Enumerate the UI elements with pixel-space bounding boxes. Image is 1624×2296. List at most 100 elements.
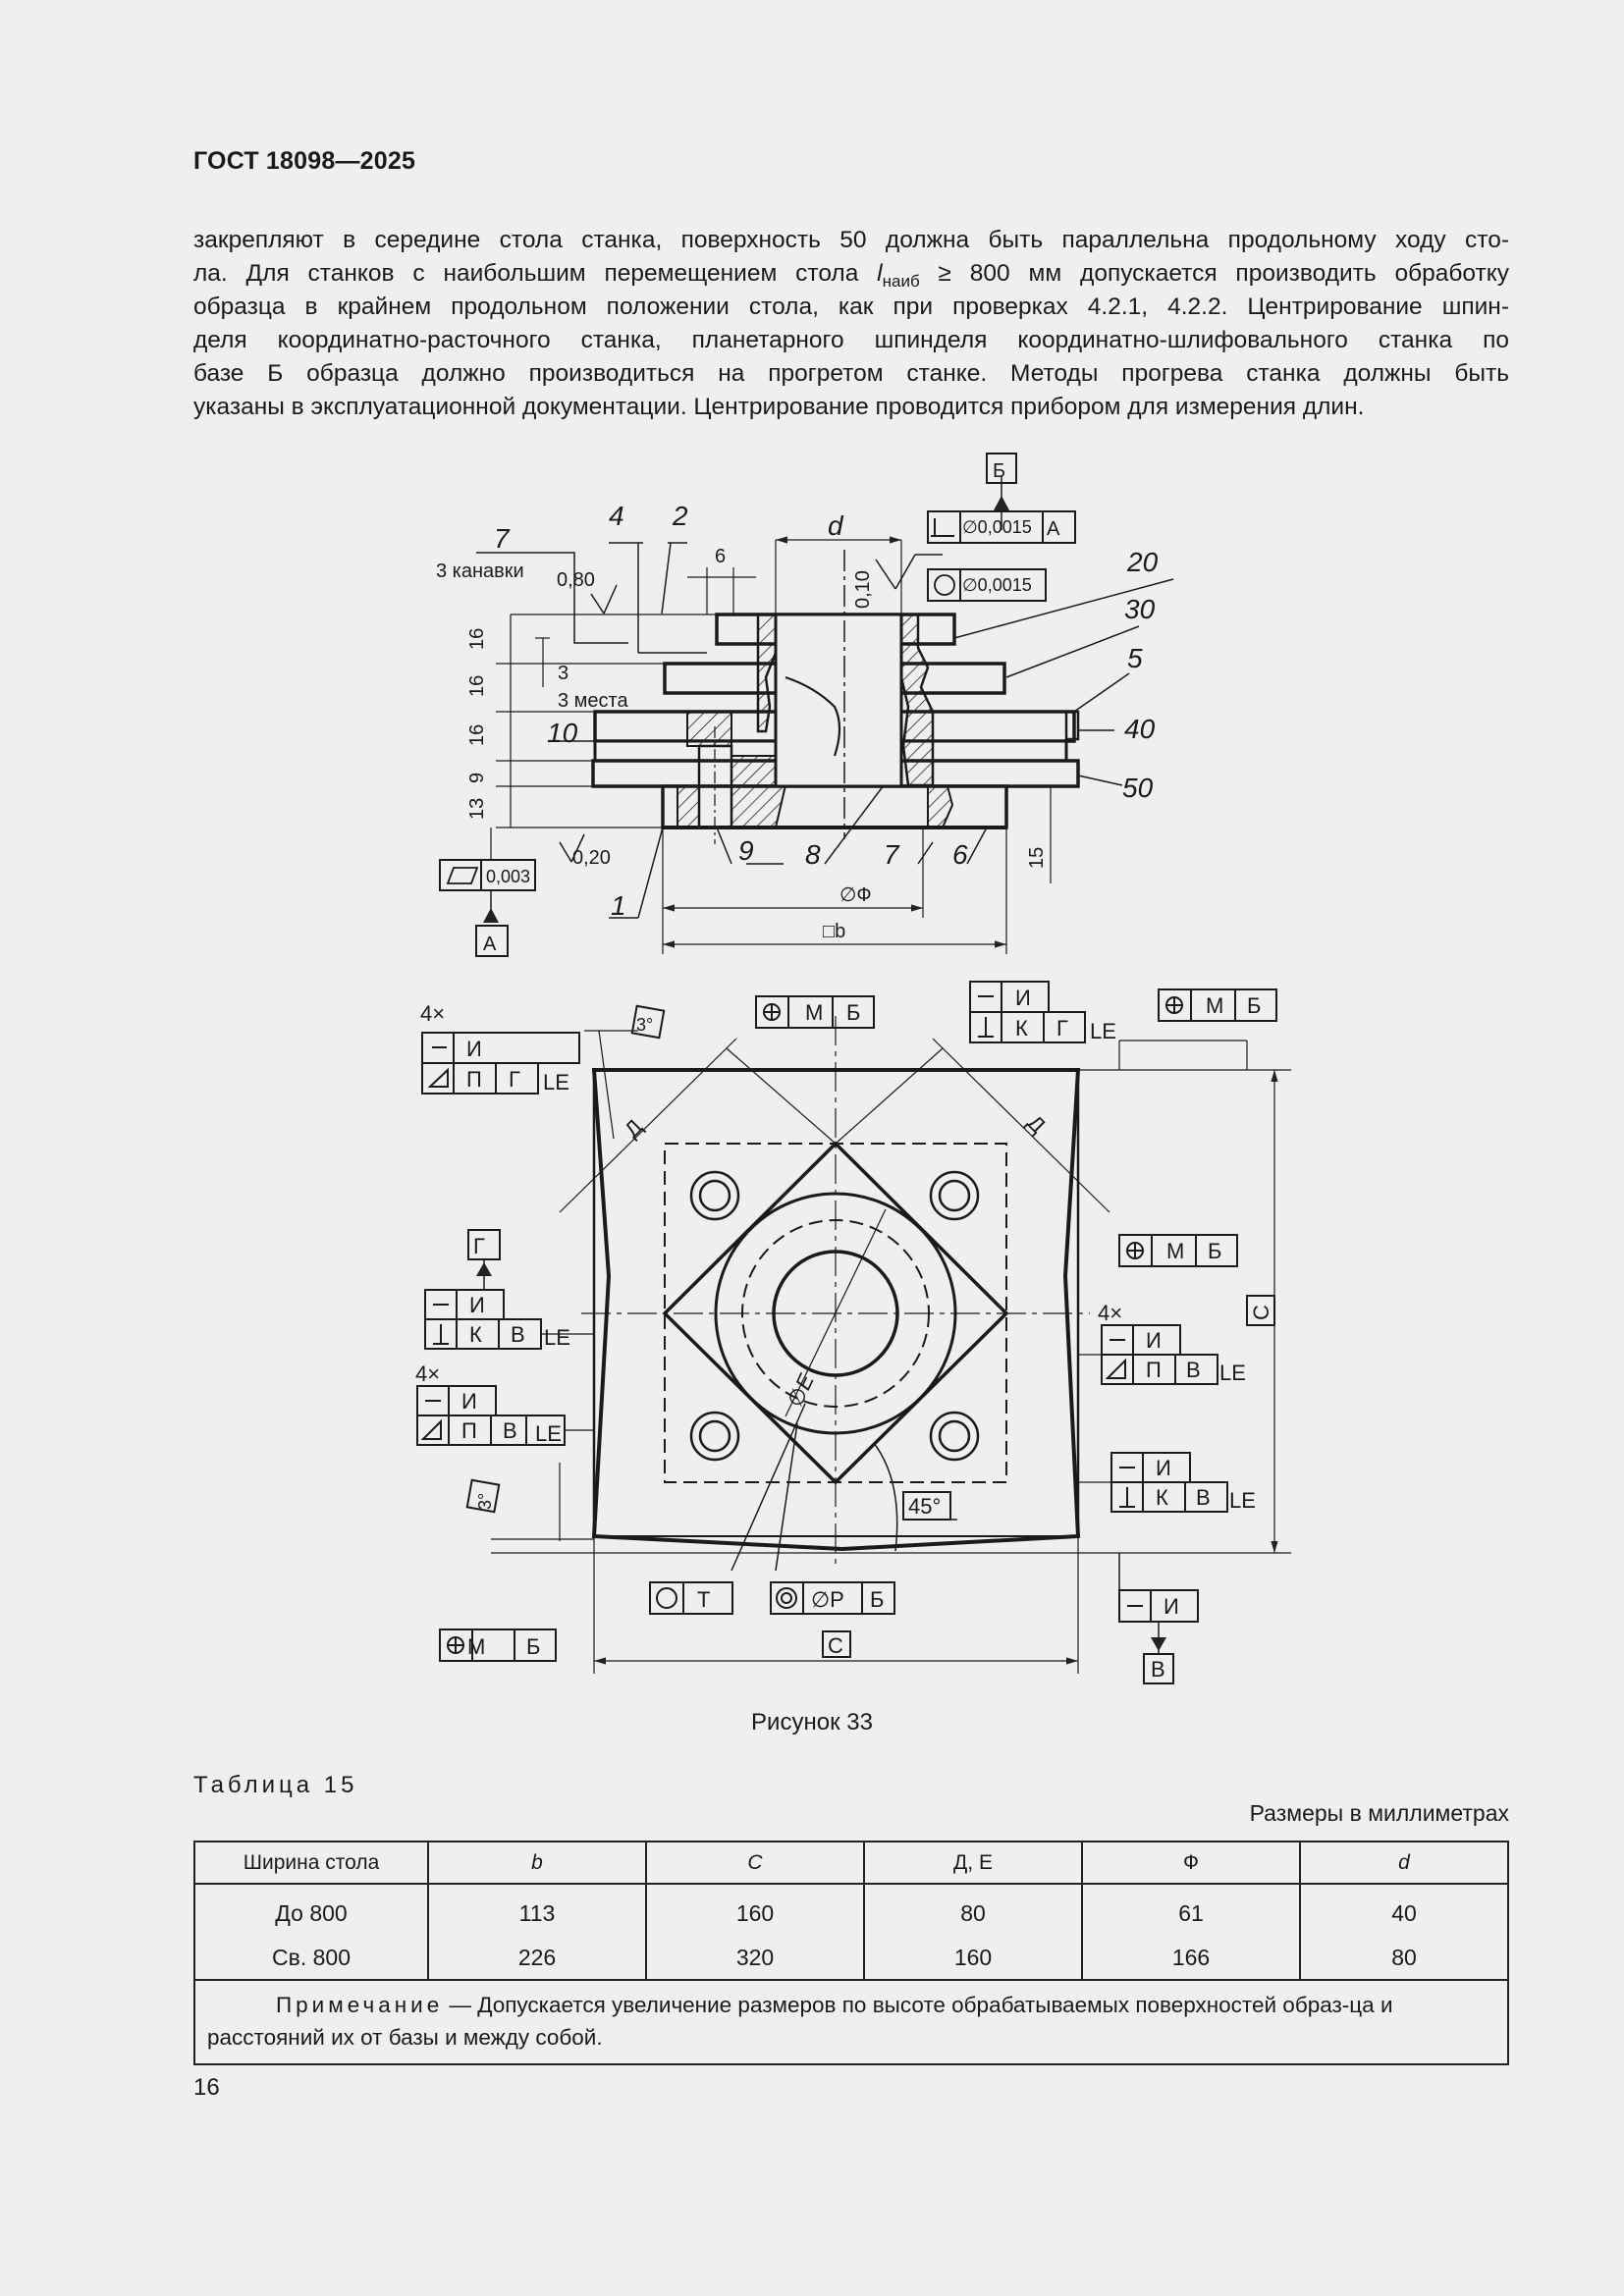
svg-text:Т: Т [697, 1587, 710, 1612]
svg-text:П: П [1146, 1358, 1162, 1382]
svg-text:И: И [1146, 1328, 1162, 1353]
svg-text:16: 16 [466, 675, 488, 697]
svg-text:15: 15 [1026, 847, 1048, 869]
svg-text:К: К [469, 1322, 482, 1347]
svg-text:М: М [1166, 1239, 1184, 1263]
svg-text:Г: Г [473, 1234, 485, 1258]
col-header-c: С [645, 1841, 865, 1885]
svg-text:9: 9 [466, 773, 488, 783]
svg-text:3°: 3° [475, 1493, 495, 1510]
svg-text:А: А [1047, 518, 1060, 540]
svg-text:Б: Б [870, 1587, 884, 1612]
svg-text:0,003: 0,003 [486, 867, 530, 886]
svg-text:9: 9 [738, 835, 754, 866]
svg-text:∅Ф: ∅Ф [839, 884, 872, 906]
plan-view [416, 981, 1291, 1684]
svg-text:13: 13 [466, 798, 488, 820]
svg-text:К: К [1156, 1485, 1168, 1510]
section-view [439, 453, 1174, 957]
svg-text:20: 20 [1126, 547, 1159, 577]
svg-text:Б: Б [526, 1634, 540, 1659]
svg-text:П: П [466, 1067, 482, 1092]
svg-text:LE: LE [535, 1421, 562, 1446]
svg-text:4: 4 [609, 501, 624, 531]
svg-text:□b: □b [823, 921, 845, 942]
svg-text:4×: 4× [415, 1362, 440, 1386]
col-header-b: b [427, 1841, 647, 1885]
svg-text:Б: Б [1208, 1239, 1221, 1263]
svg-text:Г: Г [1056, 1016, 1068, 1041]
svg-text:50: 50 [1122, 773, 1154, 803]
svg-text:10: 10 [547, 718, 578, 748]
table-row: До 800 113 160 80 61 40 [193, 1884, 1509, 1936]
svg-text:В: В [1151, 1657, 1165, 1682]
svg-text:П: П [461, 1418, 477, 1443]
plan-view-labels: 4× И П Г LE М Б И К Г LE М Б М Б Г И К В… [415, 986, 1273, 1682]
svg-text:0,10: 0,10 [852, 570, 874, 609]
section-view-labels: 7 4 2 d 20 30 5 40 50 10 9 8 7 6 1 [494, 501, 1159, 921]
svg-text:6: 6 [952, 839, 968, 870]
svg-text:2: 2 [672, 501, 688, 531]
svg-text:5: 5 [1127, 643, 1143, 673]
svg-text:И: И [1164, 1594, 1179, 1619]
svg-text:И: И [1015, 986, 1031, 1010]
body-paragraph: закрепляют в середине стола станка, пове… [193, 224, 1509, 424]
svg-text:LE: LE [1090, 1019, 1116, 1043]
para-line-5: базе Б образца должно производиться на п… [193, 360, 1509, 387]
svg-text:d: d [828, 510, 844, 541]
col-header-d-e: Д, Е [863, 1841, 1083, 1885]
svg-text:∅0,0015: ∅0,0015 [962, 575, 1032, 595]
svg-text:М: М [1206, 993, 1223, 1018]
svg-text:А: А [483, 934, 497, 955]
svg-text:4×: 4× [1098, 1301, 1122, 1325]
technical-drawing-figure-33: 7 4 2 d 20 30 5 40 50 10 9 8 7 6 1 3 кан… [415, 453, 1291, 1684]
svg-text:LE: LE [1219, 1361, 1246, 1385]
table-note-row: Примечание — Допускается увеличение разм… [193, 1979, 1509, 2065]
svg-text:Г: Г [509, 1067, 520, 1092]
svg-text:В: В [511, 1322, 525, 1347]
svg-text:И: И [466, 1037, 482, 1061]
svg-text:Б: Б [846, 1000, 860, 1025]
svg-text:0,80: 0,80 [557, 569, 595, 591]
svg-text:LE: LE [543, 1070, 569, 1095]
para-line-2: ла. Для станков с наибольшим перемещение… [193, 260, 1509, 291]
svg-text:В: В [1196, 1485, 1211, 1510]
svg-text:7: 7 [884, 839, 900, 870]
svg-text:И: И [1156, 1456, 1171, 1480]
svg-text:3 места: 3 места [558, 690, 628, 712]
col-header-table-width: Ширина стола [193, 1841, 429, 1885]
svg-text:В: В [503, 1418, 517, 1443]
figure-caption: Рисунок 33 [751, 1709, 873, 1735]
svg-text:В: В [1186, 1358, 1201, 1382]
svg-text:LE: LE [544, 1325, 570, 1350]
para-line-1: закрепляют в середине стола станка, пове… [193, 227, 1509, 253]
table-units: Размеры в миллиметрах [1249, 1800, 1509, 1826]
svg-text:30: 30 [1124, 594, 1156, 624]
svg-text:3°: 3° [636, 1015, 653, 1035]
svg-text:Д: Д [620, 1114, 647, 1142]
svg-text:40: 40 [1124, 714, 1156, 744]
table-row: Св. 800 226 320 160 166 80 [193, 1936, 1509, 1981]
svg-text:М: М [805, 1000, 823, 1025]
col-header-d: d [1299, 1841, 1509, 1885]
svg-text:3: 3 [558, 663, 568, 684]
svg-text:С: С [1249, 1305, 1273, 1320]
svg-text:LE: LE [1229, 1488, 1256, 1513]
svg-text:3 канавки: 3 канавки [436, 561, 524, 582]
svg-text:8: 8 [805, 839, 821, 870]
svg-text:Б: Б [993, 460, 1005, 482]
svg-text:0,20: 0,20 [572, 847, 611, 869]
svg-text:4×: 4× [420, 1001, 445, 1026]
svg-text:6: 6 [715, 546, 726, 567]
svg-text:∅Р: ∅Р [811, 1587, 844, 1612]
svg-text:45°: 45° [908, 1494, 941, 1519]
svg-text:16: 16 [466, 628, 488, 650]
svg-text:∅0,0015: ∅0,0015 [962, 517, 1032, 537]
table-header-row: Ширина стола b С Д, Е Ф d [193, 1841, 1509, 1885]
document-header: ГОСТ 18098—2025 [193, 147, 416, 175]
svg-text:С: С [828, 1633, 843, 1658]
svg-text:7: 7 [494, 523, 511, 554]
page-number: 16 [193, 2074, 220, 2101]
table-note: Примечание — Допускается увеличение разм… [193, 1979, 1509, 2065]
para-line-4: деля координатно-расточного станка, план… [193, 327, 1509, 353]
